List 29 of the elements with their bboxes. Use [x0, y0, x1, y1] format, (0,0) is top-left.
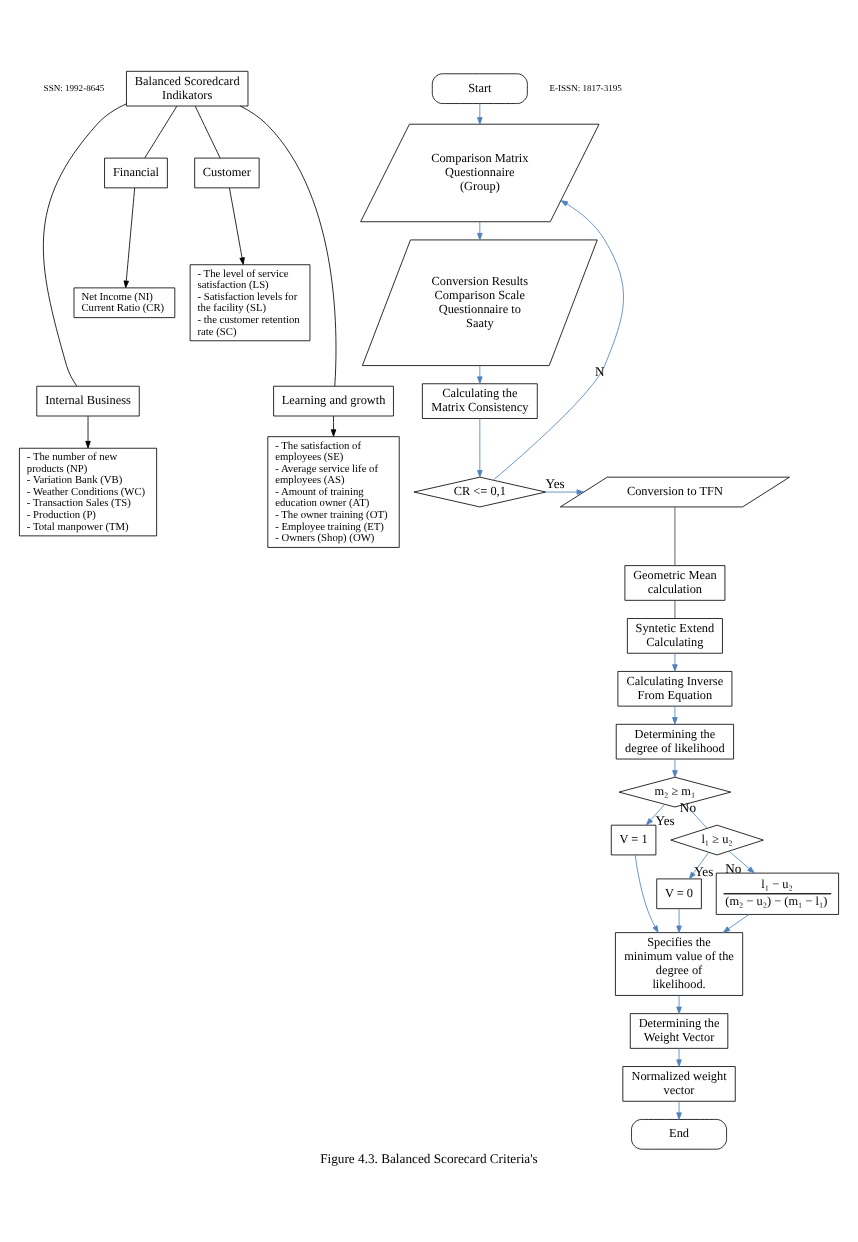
arrow [676, 995, 682, 1015]
connector [43, 103, 127, 387]
arrow [545, 489, 584, 495]
arrow [492, 200, 624, 481]
connector [239, 105, 337, 387]
arrow [477, 221, 483, 241]
arrow [728, 850, 755, 874]
arrow [477, 103, 483, 125]
arrow [676, 908, 682, 934]
arrow [85, 415, 91, 449]
arrow [634, 854, 659, 933]
connector [674, 600, 676, 619]
arrow [229, 187, 245, 265]
arrow [672, 653, 678, 672]
arrow [676, 1048, 682, 1067]
connector [194, 105, 221, 159]
arrow [477, 418, 483, 478]
arrow [672, 758, 678, 778]
arrow [477, 365, 483, 384]
arrow [672, 705, 678, 725]
connector [684, 803, 708, 829]
arrow [676, 1101, 682, 1120]
arrow [722, 914, 750, 933]
arrow [645, 803, 666, 826]
arrow [123, 187, 136, 289]
connector [674, 506, 676, 566]
arrow [688, 852, 710, 880]
arrow [330, 415, 337, 437]
connector [144, 105, 178, 159]
